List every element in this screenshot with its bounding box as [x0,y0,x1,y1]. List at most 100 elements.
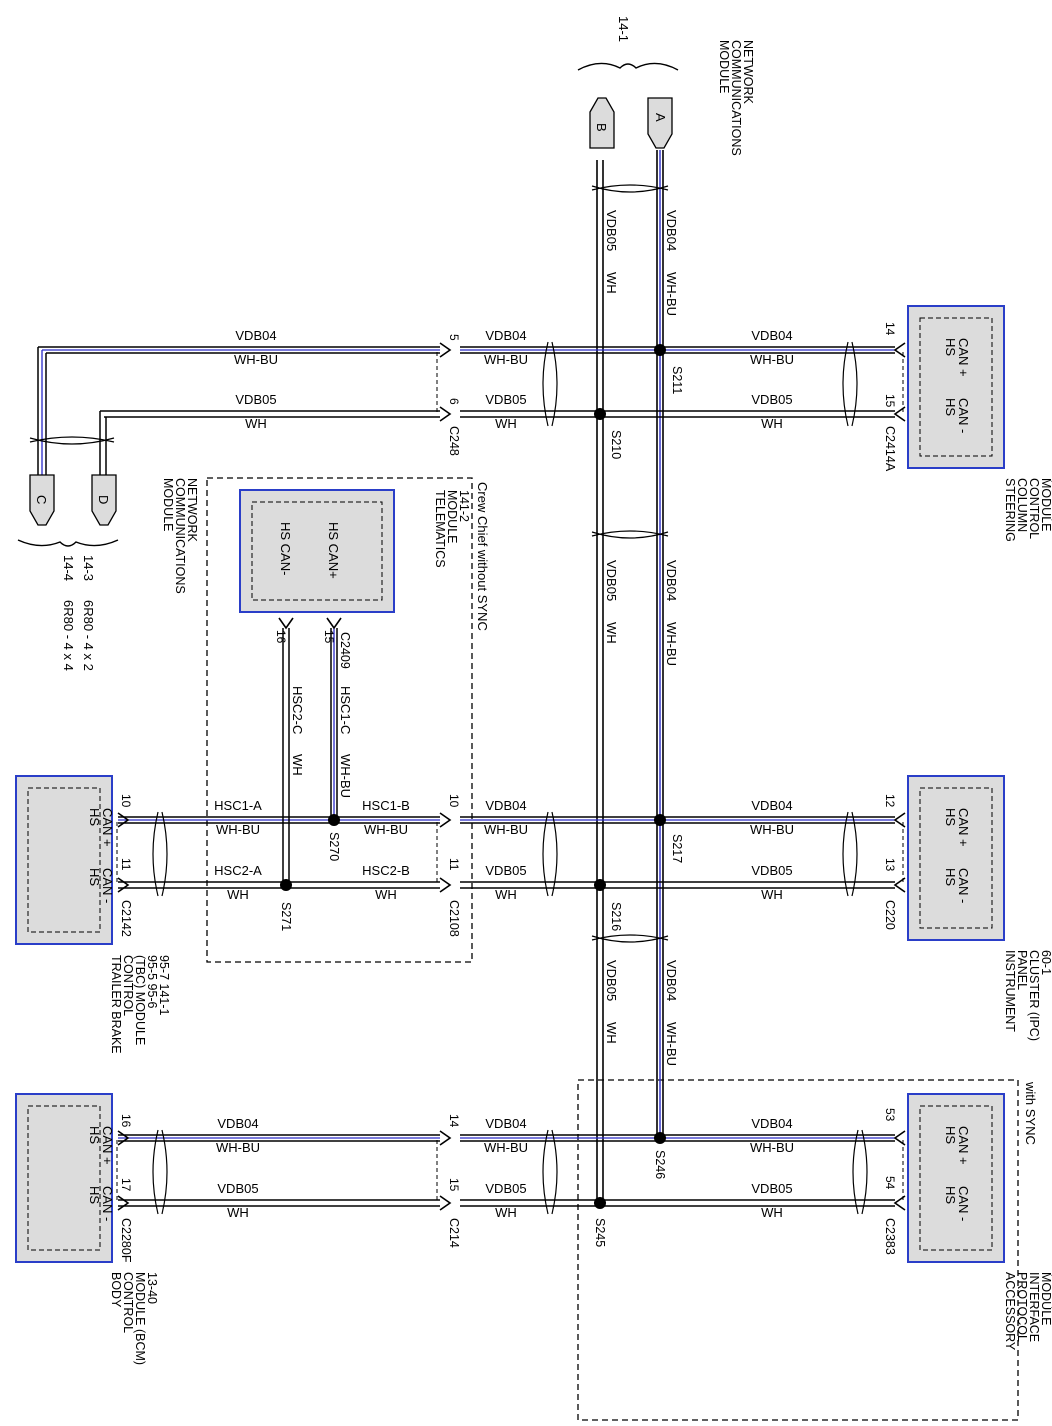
twist-marks-trunk [591,184,669,943]
connector-c2280f: C2280F [119,1218,133,1263]
label-whbu: WH-BU [234,352,278,367]
splice-s211: S211 [670,366,684,394]
splice-s271-dot [280,879,292,891]
offpage-connector-c: C [29,474,55,526]
pin-c248-6: 6 [447,398,461,405]
module-sccm-name: STEERINGCOLUMNCONTROLMODULE(SCCM)31-1 [1003,478,1052,542]
module-ipc: HSCAN + HSCAN - INSTRUMENTPANELCLUSTER (… [907,775,1052,1041]
label-whbu: WH-BU [364,822,408,837]
label-wh: WH [495,1205,517,1220]
label-hsc2b: HSC2-B [362,863,410,878]
svg-text:HSCAN -: HSCAN - [943,868,971,903]
splice-s245-dot [594,1197,606,1209]
region-with-sync [577,1079,1019,1421]
top-ref: 14-1 [616,16,631,42]
label-whbu: WH-BU [484,822,528,837]
module-bcm-name: BODYCONTROLMODULE (BCM)13-40 [109,1272,159,1365]
label-wh: WH [245,416,267,431]
module-sccm: HSCAN + HSCAN - STEERINGCOLUMNCONTROLMOD… [907,305,1052,542]
svg-text:C: C [34,495,49,504]
label-whbu: WH-BU [750,1140,794,1155]
label-whbu: WH-BU [216,1140,260,1155]
left-network-label: MODULECOMMUNICATIONSNETWORK [161,478,199,594]
label-vdb05: VDB05 [751,1181,792,1196]
svg-text:D: D [96,495,111,504]
label-vdb04: VDB04 [485,798,526,813]
splice-s270: S270 [327,832,341,861]
label-hsc2c: HSC2-C [290,686,305,734]
wire-row-3 [118,816,895,824]
pin-c2142-11: 11 [119,858,133,871]
splice-s246-dot [654,1132,666,1144]
splice-s217: S217 [670,834,684,863]
wire-labels: VDB04WH-BUVDB05WHVDB04WH-BUVDB05WHVDB04W… [119,210,897,1263]
label-wh: WH [495,887,517,902]
label-whbu: WH-BU [484,352,528,367]
pin-c214-15: 15 [447,1178,461,1192]
label-vdb04: VDB04 [751,1116,792,1131]
pin-c220-12: 12 [883,794,897,808]
module-telematics-name: TELEMATICSMODULE141-2 [433,490,471,568]
label-vdb05: VDB05 [604,960,619,1001]
top-brace [577,62,679,71]
splice-s211-dot [654,344,666,356]
connector-arrows [117,342,906,1211]
label-wh: WH [604,272,619,294]
splice-dots [280,344,666,1209]
pin-c2280f-16: 16 [119,1114,133,1128]
left-brace [17,539,119,547]
splice-s246: S246 [653,1150,667,1179]
wire-row-2 [99,410,895,475]
module-bcm: HSCAN + HSCAN - BODYCONTROLMODULE (BCM)1… [15,1093,159,1365]
top-network-label: MODULECOMMUNICATIONSNETWORK [717,40,755,156]
wire-row-5 [118,1134,895,1142]
left-ref2: 14-4 [61,555,76,581]
label-whbu: WH-BU [216,822,260,837]
label-whbu: WH-BU [664,622,679,666]
connector-c220: C220 [883,900,897,930]
label-vdb05: VDB05 [604,560,619,601]
label-vdb05: VDB05 [485,863,526,878]
label-vdb04: VDB04 [664,560,679,601]
label-vdb05: VDB05 [485,1181,526,1196]
label-hsc1c: HSC1-C [338,686,353,734]
module-apim: HSCAN + HSCAN - ACCESSORYPROTOCOLINTERFA… [907,1093,1052,1351]
connector-c248: C248 [447,426,461,456]
module-ipc-name: INSTRUMENTPANELCLUSTER (IPC)60-1 [1003,950,1052,1041]
connector-c2409: C2409 [338,632,352,669]
label-vdb04: VDB04 [751,328,792,343]
label-whbu: WH-BU [484,1140,528,1155]
module-tbc-name: TRAILER BRAKECONTROL(TBC) MODULE95-5 95-… [109,955,171,1054]
label-vdb05: VDB05 [751,392,792,407]
splice-s216-dot [594,879,606,891]
svg-text:HS CAN+: HS CAN+ [326,522,341,579]
label-vdb04: VDB04 [664,960,679,1001]
pin-c2142-10: 10 [119,794,133,808]
splice-s270-dot [328,814,340,826]
left-ref1-note: 6R80 - 4 x 2 [81,600,96,671]
pin-c2108-10: 10 [447,794,461,808]
label-wh: WH [604,1022,619,1044]
pin-c2414a-15: 15 [883,394,897,408]
splice-s216: S216 [609,902,623,931]
pin-c214-14: 14 [447,1114,461,1128]
pin-c2409-16: 16 [274,630,288,644]
svg-text:HSCAN -: HSCAN - [87,1186,115,1221]
splice-s210-dot [594,408,606,420]
connector-c2414a: C2414A [883,426,897,472]
connector-c214: C214 [447,1218,461,1248]
label-wh: WH [227,1205,249,1220]
offpage-connector-a: A [647,97,673,149]
svg-text:HSCAN +: HSCAN + [943,1126,971,1165]
wire-row-6 [118,1199,895,1207]
module-tbc: HSCAN + HSCAN - TRAILER BRAKECONTROL(TBC… [15,775,171,1054]
pin-c2108-11: 11 [447,858,461,871]
twist-marks-rows [29,341,868,1215]
label-vdb04: VDB04 [217,1116,258,1131]
svg-text:HSCAN -: HSCAN - [87,868,115,903]
label-wh: WH [290,754,305,776]
svg-text:HSCAN +: HSCAN + [943,338,971,377]
pin-c2383-53: 53 [883,1108,897,1122]
left-ref1: 14-3 [81,555,96,581]
trunk-vdb04 [656,150,664,1140]
